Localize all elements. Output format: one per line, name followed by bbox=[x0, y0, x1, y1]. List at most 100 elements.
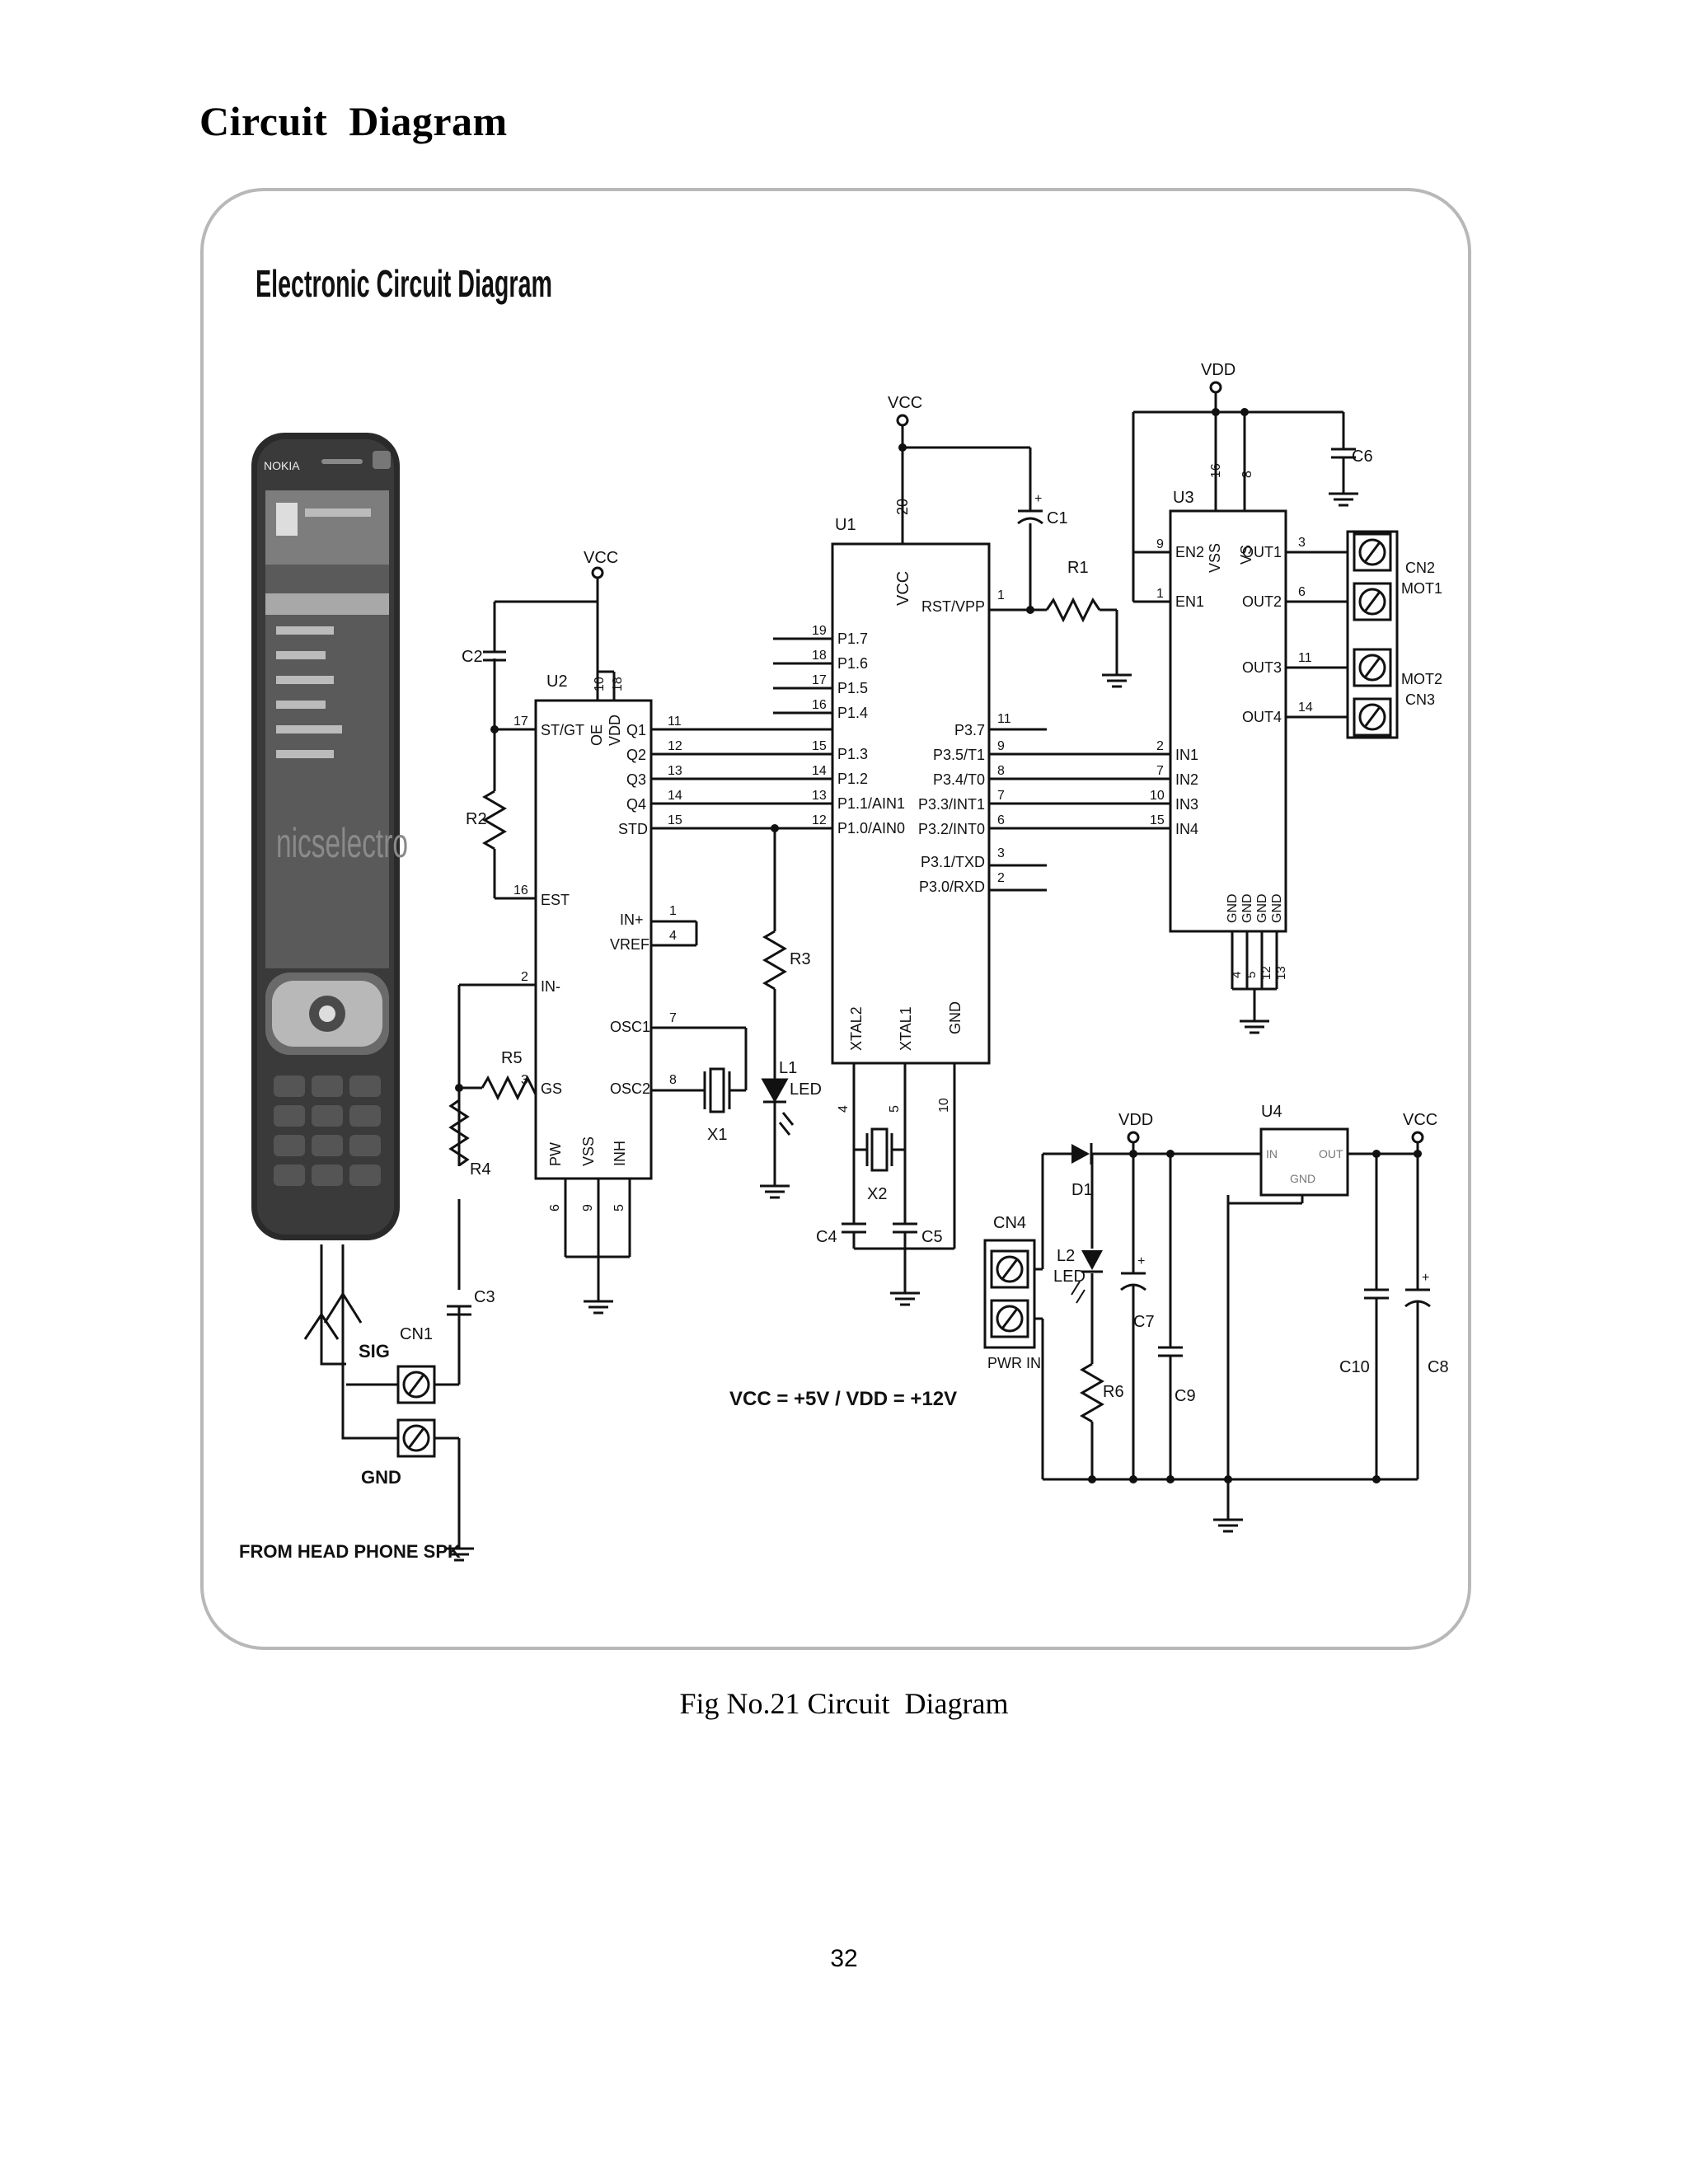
diagram-title: Electronic Circuit Diagram bbox=[256, 262, 552, 305]
u3-out3-name: OUT3 bbox=[1242, 659, 1282, 676]
u2-vcc-label: VCC bbox=[584, 549, 618, 567]
u1-p11-name: P1.1/AIN1 bbox=[837, 795, 905, 812]
u1-p15-name: P1.5 bbox=[837, 680, 868, 696]
u2-pin15-num: 15 bbox=[668, 813, 682, 827]
u3-en1-name: EN1 bbox=[1175, 593, 1204, 610]
u1-p37-name: P3.7 bbox=[954, 722, 985, 738]
u2-pin12-num: 12 bbox=[668, 739, 682, 753]
u3-out4-name: OUT4 bbox=[1242, 709, 1282, 725]
u1-gnd-name: GND bbox=[947, 1001, 964, 1034]
u2-vref-name: VREF bbox=[610, 936, 649, 953]
r2-label: R2 bbox=[466, 810, 487, 828]
c1-label: C1 bbox=[1047, 509, 1068, 527]
u2-pin2-name: IN- bbox=[541, 978, 560, 995]
u1-pin17-num: 17 bbox=[812, 673, 827, 687]
gnd-label: GND bbox=[361, 1467, 401, 1488]
u1-pin16-num: 16 bbox=[812, 698, 827, 712]
u3-in2-name: IN2 bbox=[1175, 771, 1198, 788]
u1-p14-name: P1.4 bbox=[837, 705, 868, 721]
c6-label: C6 bbox=[1352, 448, 1373, 466]
u2-pin5-num: 5 bbox=[612, 1204, 626, 1212]
u3-pin9-num: 9 bbox=[1156, 537, 1164, 551]
junction-dot bbox=[898, 443, 907, 452]
std-led-indicator bbox=[761, 828, 795, 1174]
mot2-label: MOT2 bbox=[1401, 671, 1442, 687]
u4-ref: U4 bbox=[1261, 1103, 1282, 1121]
c5-label: C5 bbox=[921, 1228, 943, 1246]
x1-label: X1 bbox=[707, 1126, 727, 1144]
u3-pin15-num: 15 bbox=[1150, 813, 1165, 827]
u2-osc1-name: OSC1 bbox=[610, 1019, 650, 1035]
u3-pin7-num: 7 bbox=[1156, 764, 1164, 778]
psu-vcc-label: VCC bbox=[1403, 1111, 1437, 1129]
r5-label: R5 bbox=[501, 1049, 523, 1067]
u1-pin19-num: 19 bbox=[812, 624, 827, 638]
junction-dot bbox=[1026, 606, 1034, 614]
c7-label: C7 bbox=[1133, 1313, 1155, 1331]
u2-ref: U2 bbox=[546, 673, 568, 691]
u1-p30-name: P3.0/RXD bbox=[919, 879, 985, 895]
u1-p16-name: P1.6 bbox=[837, 655, 868, 672]
u3-en2-name: EN2 bbox=[1175, 544, 1204, 560]
power-supply-section: CN4 PWR IN bbox=[983, 1103, 1449, 1533]
u1-p33-name: P3.3/INT1 bbox=[918, 796, 985, 813]
u3-vss-name: VSS bbox=[1207, 543, 1223, 573]
u3-pin12-num: 12 bbox=[1259, 966, 1273, 980]
u3-out2-name: OUT2 bbox=[1242, 593, 1282, 610]
supply-note: VCC = +5V / VDD = +12V bbox=[729, 1388, 957, 1410]
c2-capacitor bbox=[483, 650, 506, 662]
u1-pin10-num: 10 bbox=[937, 1098, 951, 1113]
mot1-label: MOT1 bbox=[1401, 580, 1442, 597]
u2-pin3-name: GS bbox=[541, 1080, 562, 1097]
u3-pin10-num: 10 bbox=[1150, 789, 1165, 803]
u1-vcc-pin-name: VCC bbox=[894, 571, 912, 606]
u1-vcc-label: VCC bbox=[888, 394, 922, 412]
u3-pin14-num: 14 bbox=[1298, 701, 1313, 715]
u2-pin9-num: 9 bbox=[581, 1204, 595, 1212]
c1-plus: + bbox=[1034, 492, 1042, 506]
u2-pin1-num: 1 bbox=[669, 904, 677, 918]
input-note: FROM HEAD PHONE SPK bbox=[239, 1541, 461, 1562]
u2-pin8-num: 8 bbox=[669, 1073, 677, 1087]
schematic: Electronic Circuit Diagram NOKIA nicsele… bbox=[200, 188, 1471, 1650]
u3-pin1-num: 1 bbox=[1156, 587, 1164, 601]
l2-led-label: LED bbox=[1053, 1268, 1085, 1286]
cn3-label: CN3 bbox=[1405, 691, 1435, 708]
u1-pin3-num: 3 bbox=[997, 846, 1005, 860]
cn2-label: CN2 bbox=[1405, 560, 1435, 576]
u2-inp-name: IN+ bbox=[620, 912, 644, 928]
u2-vdd-name: VDD bbox=[607, 715, 623, 746]
r4-label: R4 bbox=[470, 1160, 491, 1179]
u2-to-u1-bus bbox=[651, 728, 832, 830]
u1-pin4-num: 4 bbox=[837, 1105, 851, 1113]
u2-pin18-num: 18 bbox=[611, 677, 625, 691]
u1-pin13-num: 13 bbox=[812, 789, 827, 803]
u3-out1-name: OUT1 bbox=[1242, 544, 1282, 560]
d1-label: D1 bbox=[1071, 1181, 1093, 1199]
c7-plus: + bbox=[1137, 1254, 1145, 1268]
u1-p34-name: P3.4/T0 bbox=[933, 771, 985, 788]
u2-decoder-ic: U2 VCC 10 18 OE VDD 17 ST/GT 16 EST 2 IN… bbox=[513, 549, 748, 1315]
u1-pin11-num: 11 bbox=[997, 712, 1011, 726]
phone-brand: NOKIA bbox=[264, 459, 300, 472]
u1-pin18-num: 18 bbox=[812, 649, 827, 663]
u2-q2-name: Q2 bbox=[626, 747, 646, 763]
u1-p32-name: P3.2/INT0 bbox=[918, 821, 985, 837]
u1-pin14-num: 14 bbox=[812, 764, 827, 778]
u1-pin8-num: 8 bbox=[997, 764, 1005, 778]
l1-label: L1 bbox=[779, 1059, 797, 1077]
u2-osc2-name: OSC2 bbox=[610, 1080, 650, 1097]
u1-p12-name: P1.2 bbox=[837, 771, 868, 787]
u4-out: OUT bbox=[1319, 1147, 1343, 1160]
r1-label: R1 bbox=[1067, 559, 1089, 577]
u2-q3-name: Q3 bbox=[626, 771, 646, 788]
u2-pin2-num: 2 bbox=[521, 970, 528, 984]
u1-p13-name: P1.3 bbox=[837, 746, 868, 762]
u4-gnd: GND bbox=[1290, 1172, 1315, 1185]
r6-label: R6 bbox=[1103, 1383, 1124, 1401]
cn1-connector: CN1 SIG GND FROM HEAD PHONE SPK bbox=[239, 1325, 476, 1562]
page-number: 32 bbox=[830, 1945, 858, 1972]
u2-inh-name: INH bbox=[612, 1141, 628, 1166]
u3-in1-name: IN1 bbox=[1175, 747, 1198, 763]
c10-label: C10 bbox=[1339, 1358, 1370, 1376]
